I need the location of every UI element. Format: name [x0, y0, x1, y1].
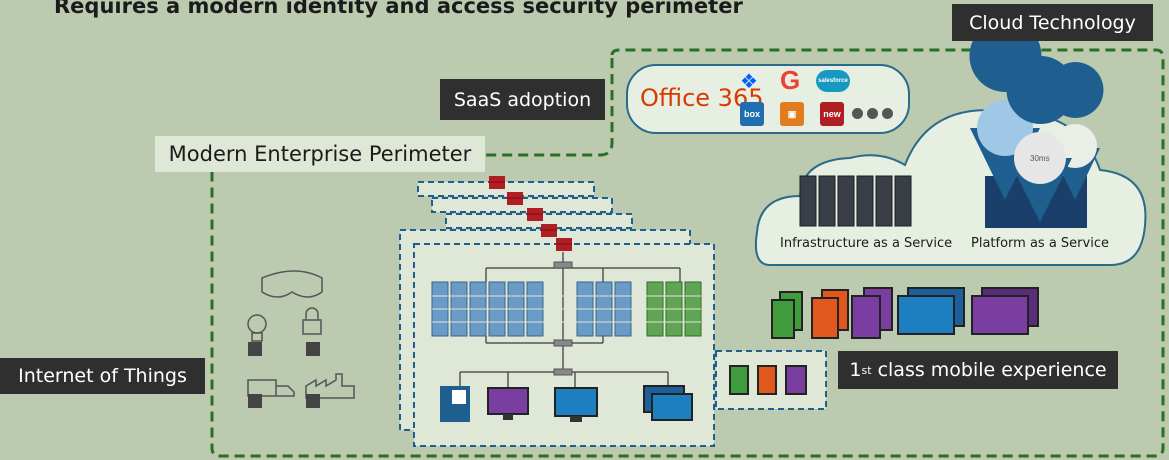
lock-icon	[302, 307, 322, 335]
box-logo: box	[740, 102, 764, 126]
iaas-servers-icon	[799, 175, 912, 227]
network-box-1	[417, 181, 595, 197]
cloud-perimeter-border	[210, 48, 1165, 458]
google-icon: G	[780, 65, 801, 95]
paas-label: Platform as a Service	[971, 236, 1109, 251]
mobile-experience-sup: st	[861, 363, 872, 377]
salesforce-logo: salesforce	[816, 70, 850, 92]
cloud-technology-label: Cloud Technology	[952, 4, 1153, 41]
more-dot	[867, 108, 878, 119]
bulb-icon	[247, 314, 267, 334]
truck-icon	[247, 379, 295, 397]
headset-icon	[261, 270, 323, 298]
more-dot	[882, 108, 893, 119]
mac-monitor-icon	[487, 387, 529, 415]
map-pin-3	[1006, 56, 1075, 222]
firewall-icons	[489, 176, 572, 251]
more-dot	[852, 108, 863, 119]
modern-perimeter-label: Modern Enterprise Perimeter	[155, 136, 485, 172]
mobile-experience-text: class mobile experience	[871, 359, 1107, 381]
new-relic-logo: new	[820, 102, 844, 126]
windows-monitor-icon	[554, 387, 598, 417]
internet-of-things-label: Internet of Things	[0, 358, 205, 394]
page-title: Requires a modern identity and access se…	[54, 0, 743, 18]
factory-icon	[305, 373, 355, 399]
package-icon: ▣	[780, 102, 804, 126]
saas-adoption-label: SaaS adoption	[440, 79, 605, 120]
dropbox-icon: ❖	[740, 71, 758, 93]
switch-icons	[553, 261, 573, 376]
iaas-label: Infrastructure as a Service	[780, 236, 953, 251]
iot-icons	[247, 270, 355, 399]
more-apps-icon	[852, 108, 893, 119]
mobile-experience-number: 1	[849, 359, 862, 381]
qr-codes	[248, 342, 320, 408]
gauge-readout: 30ms	[1030, 154, 1050, 163]
mobile-devices-icons	[729, 287, 1039, 395]
saas-apps-panel	[626, 64, 910, 134]
